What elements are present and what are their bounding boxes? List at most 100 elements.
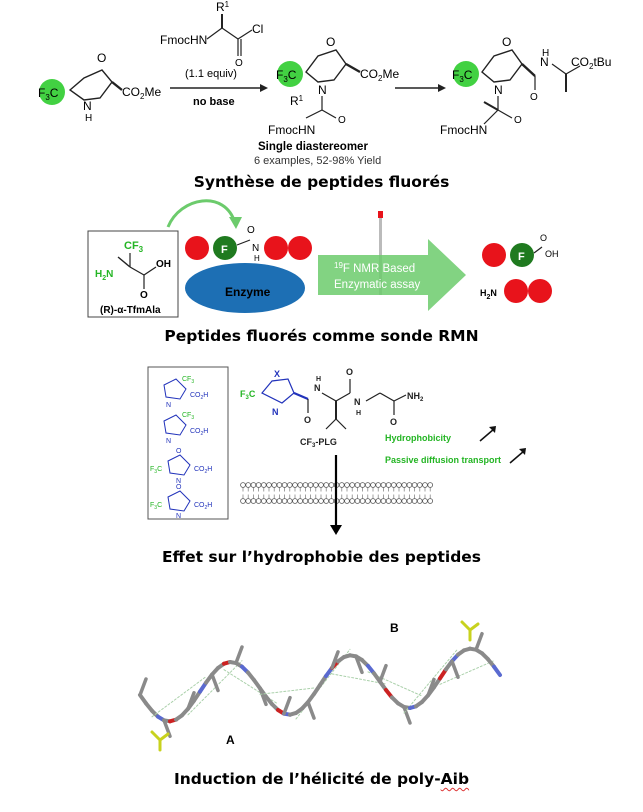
svg-text:O: O: [338, 115, 346, 126]
lipid-head: [318, 482, 324, 488]
svg-text:F3C: F3C: [150, 466, 162, 475]
lipid-head: [401, 482, 408, 488]
final-product: F3C O N O N H CO2tBu O FmocHN: [440, 35, 611, 137]
svg-text:N: N: [252, 243, 259, 254]
panel-helicity: B A: [0, 600, 643, 770]
lipid-head: [312, 498, 319, 504]
helix-bond: [186, 691, 196, 711]
lipid-head: [375, 498, 382, 504]
svg-text:(1.1 equiv): (1.1 equiv): [185, 68, 237, 80]
svg-text:O: O: [326, 35, 335, 49]
helix-bond: [150, 730, 162, 742]
caption-hydrophobicity: Effet sur l’hydrophobie des peptides: [161, 548, 482, 566]
lipid-head: [328, 482, 335, 488]
hydrogen-bond: [403, 648, 459, 714]
svg-text:O: O: [390, 417, 397, 427]
lipid-head: [422, 498, 428, 504]
arrow-up-icon: [509, 450, 525, 464]
helix-bond: [450, 659, 460, 679]
helix-bond: [378, 663, 388, 684]
property-diffusion: Passive diffusion transport: [385, 455, 501, 465]
svg-text:CO2H: CO2H: [194, 502, 212, 511]
lipid-head: [416, 482, 423, 488]
lipid-head: [276, 498, 283, 504]
product-note: Single diastereomer: [258, 141, 368, 153]
svg-text:F: F: [518, 251, 525, 263]
lipid-head: [349, 482, 356, 488]
helix-bond: [306, 700, 316, 720]
svg-text:O: O: [235, 58, 243, 69]
svg-text:R1: R1: [216, 0, 230, 14]
caption-helicity-word: Aib: [440, 770, 470, 788]
svg-text:no base: no base: [193, 96, 235, 108]
lipid-head: [406, 498, 413, 504]
enzyme-body: [185, 263, 305, 313]
panel-nmr-probe: CF3 H2N OH O (R)-α-TfmAla Enzyme F O N H: [0, 195, 643, 325]
lipid-head: [349, 498, 356, 504]
lipid-head: [266, 498, 272, 504]
analogue-1: CF3 CO2H N: [163, 376, 208, 409]
svg-text:N: N: [354, 397, 361, 407]
svg-text:H: H: [316, 376, 321, 383]
lipid-head: [297, 498, 304, 504]
helix-bond: [460, 620, 472, 632]
lipid-head: [281, 498, 288, 504]
lipid-head: [380, 482, 387, 488]
helix-bond: [258, 686, 268, 707]
svg-text:F3C: F3C: [150, 502, 162, 511]
lipid-head: [281, 482, 288, 488]
lipid-head: [411, 482, 418, 488]
lipid-head: [240, 482, 246, 488]
lipid-head: [323, 482, 330, 488]
starting-material: F3C O N H CO2Me: [38, 51, 161, 124]
helix-model: [138, 620, 502, 752]
svg-text:Cl: Cl: [252, 22, 263, 36]
lipid-head: [323, 498, 330, 504]
lipid-head: [385, 482, 392, 488]
enzyme-label: Enzyme: [225, 285, 271, 299]
helix-bond: [426, 677, 436, 698]
svg-text:O: O: [540, 233, 547, 243]
lipid-head: [286, 482, 293, 488]
svg-text:CO2H: CO2H: [190, 392, 208, 401]
lipid-head: [416, 498, 423, 504]
svg-text:FmocHN: FmocHN: [440, 123, 487, 137]
svg-text:CF3: CF3: [182, 376, 194, 385]
svg-text:CF3: CF3: [182, 412, 194, 421]
arrow-up-icon: [479, 428, 495, 442]
svg-text:OH: OH: [545, 249, 559, 259]
caption-nmr-probe: Peptides fluorés comme sonde RMN: [164, 327, 479, 345]
lipid-head: [406, 482, 413, 488]
lipid-head: [307, 498, 314, 504]
lipid-head: [286, 498, 293, 504]
svg-text:F3C: F3C: [452, 68, 473, 84]
analogue-3: O F3C CO2H N: [150, 448, 212, 485]
helix-bond: [474, 631, 484, 652]
svg-text:FmocHN: FmocHN: [268, 123, 315, 137]
lipid-head: [390, 482, 397, 488]
lipid-head: [364, 482, 371, 488]
lipid-head: [328, 498, 335, 504]
svg-text:N: N: [166, 402, 171, 409]
svg-text:N: N: [83, 99, 92, 113]
svg-text:FmocHN: FmocHN: [160, 33, 207, 47]
lipid-head: [338, 482, 345, 488]
lipid-head: [390, 498, 397, 504]
svg-text:O: O: [140, 290, 148, 301]
helix-bond: [354, 654, 364, 675]
helix-bond: [158, 732, 170, 742]
property-hydrophobicity: Hydrophobicity: [385, 433, 451, 443]
svg-text:N: N: [494, 83, 503, 97]
lipid-head: [396, 482, 402, 488]
lipid-head: [411, 498, 418, 504]
lipid-head: [312, 482, 319, 488]
label-b: B: [390, 621, 399, 635]
svg-text:CO2H: CO2H: [194, 466, 212, 475]
svg-text:O: O: [514, 115, 522, 126]
lipid-head: [359, 498, 366, 504]
lipid-head: [427, 482, 434, 488]
lipid-head: [255, 482, 262, 488]
lipid-head: [422, 482, 428, 488]
lipid-head: [302, 498, 309, 504]
lipid-head: [364, 498, 371, 504]
